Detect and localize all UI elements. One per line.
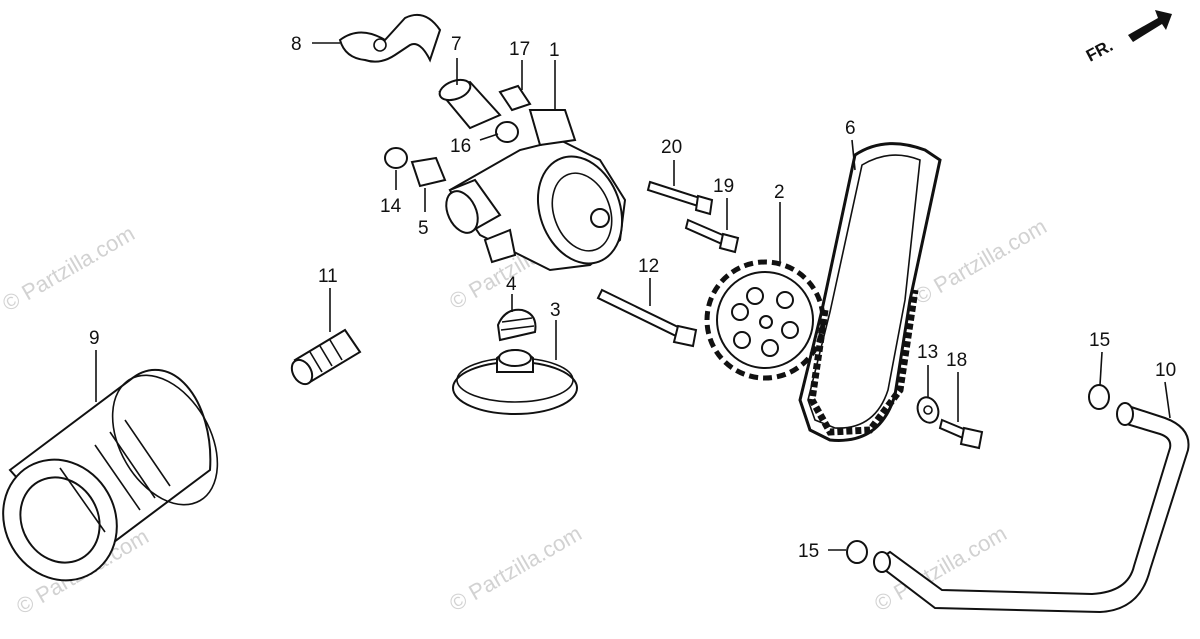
o-ring-15-lower-part [846, 540, 868, 564]
front-label: FR. [1083, 36, 1116, 66]
callout-16: 16 [450, 136, 471, 157]
dowel-pin-part [498, 84, 532, 112]
callout-13: 13 [917, 342, 938, 363]
callout-8: 8 [291, 34, 302, 55]
callout-19: 19 [713, 176, 734, 197]
oil-pipe-nipple-part [290, 328, 362, 386]
collar-part [410, 156, 447, 188]
leader-lines [95, 42, 1171, 551]
callout-10: 10 [1155, 360, 1176, 381]
oil-filter-part [2, 368, 219, 582]
watermark-left: © Partzilla.com [0, 221, 139, 317]
oil-strainer-part [452, 349, 578, 415]
callout-5: 5 [418, 218, 429, 239]
callout-14: 14 [380, 196, 402, 217]
bolt-20-part [646, 180, 714, 216]
o-ring-16-part [495, 121, 519, 143]
callout-15-lower: 15 [798, 541, 819, 562]
o-ring-14-part [384, 147, 408, 169]
callout-18: 18 [946, 350, 967, 371]
callout-1: 1 [549, 40, 560, 61]
callout-4: 4 [506, 274, 517, 295]
callout-3: 3 [550, 300, 561, 321]
callout-2: 2 [774, 182, 785, 203]
pump-sleeve-part [438, 78, 502, 130]
callout-20: 20 [661, 137, 682, 158]
oil-pipe-part [873, 402, 1190, 614]
strainer-cap-part [496, 308, 537, 342]
callout-12: 12 [638, 256, 659, 277]
hose-part [338, 14, 442, 63]
front-direction-indicator: FR. [1083, 10, 1172, 66]
bolt-19-part [684, 218, 740, 254]
washer-part [916, 396, 940, 424]
callout-6: 6 [845, 118, 856, 139]
callout-labels: 1 2 3 4 5 6 7 8 9 10 11 12 13 14 15 15 1… [89, 34, 1176, 562]
bolt-18-part [938, 418, 984, 450]
callout-17: 17 [509, 39, 530, 60]
oil-pump-assembly-part [445, 109, 627, 272]
pump-sprocket-part [704, 259, 826, 381]
callout-9: 9 [89, 328, 100, 349]
bolt-12-part [596, 288, 698, 348]
watermark-bottom-center: © Partzilla.com [445, 521, 586, 617]
callout-11: 11 [318, 266, 338, 287]
o-ring-15-upper-part [1088, 384, 1110, 410]
callout-15-upper: 15 [1089, 330, 1110, 351]
front-arrow-icon [1128, 10, 1172, 42]
drive-chain-part [798, 142, 942, 442]
callout-7: 7 [451, 34, 462, 55]
watermark-right: © Partzilla.com [910, 214, 1051, 310]
